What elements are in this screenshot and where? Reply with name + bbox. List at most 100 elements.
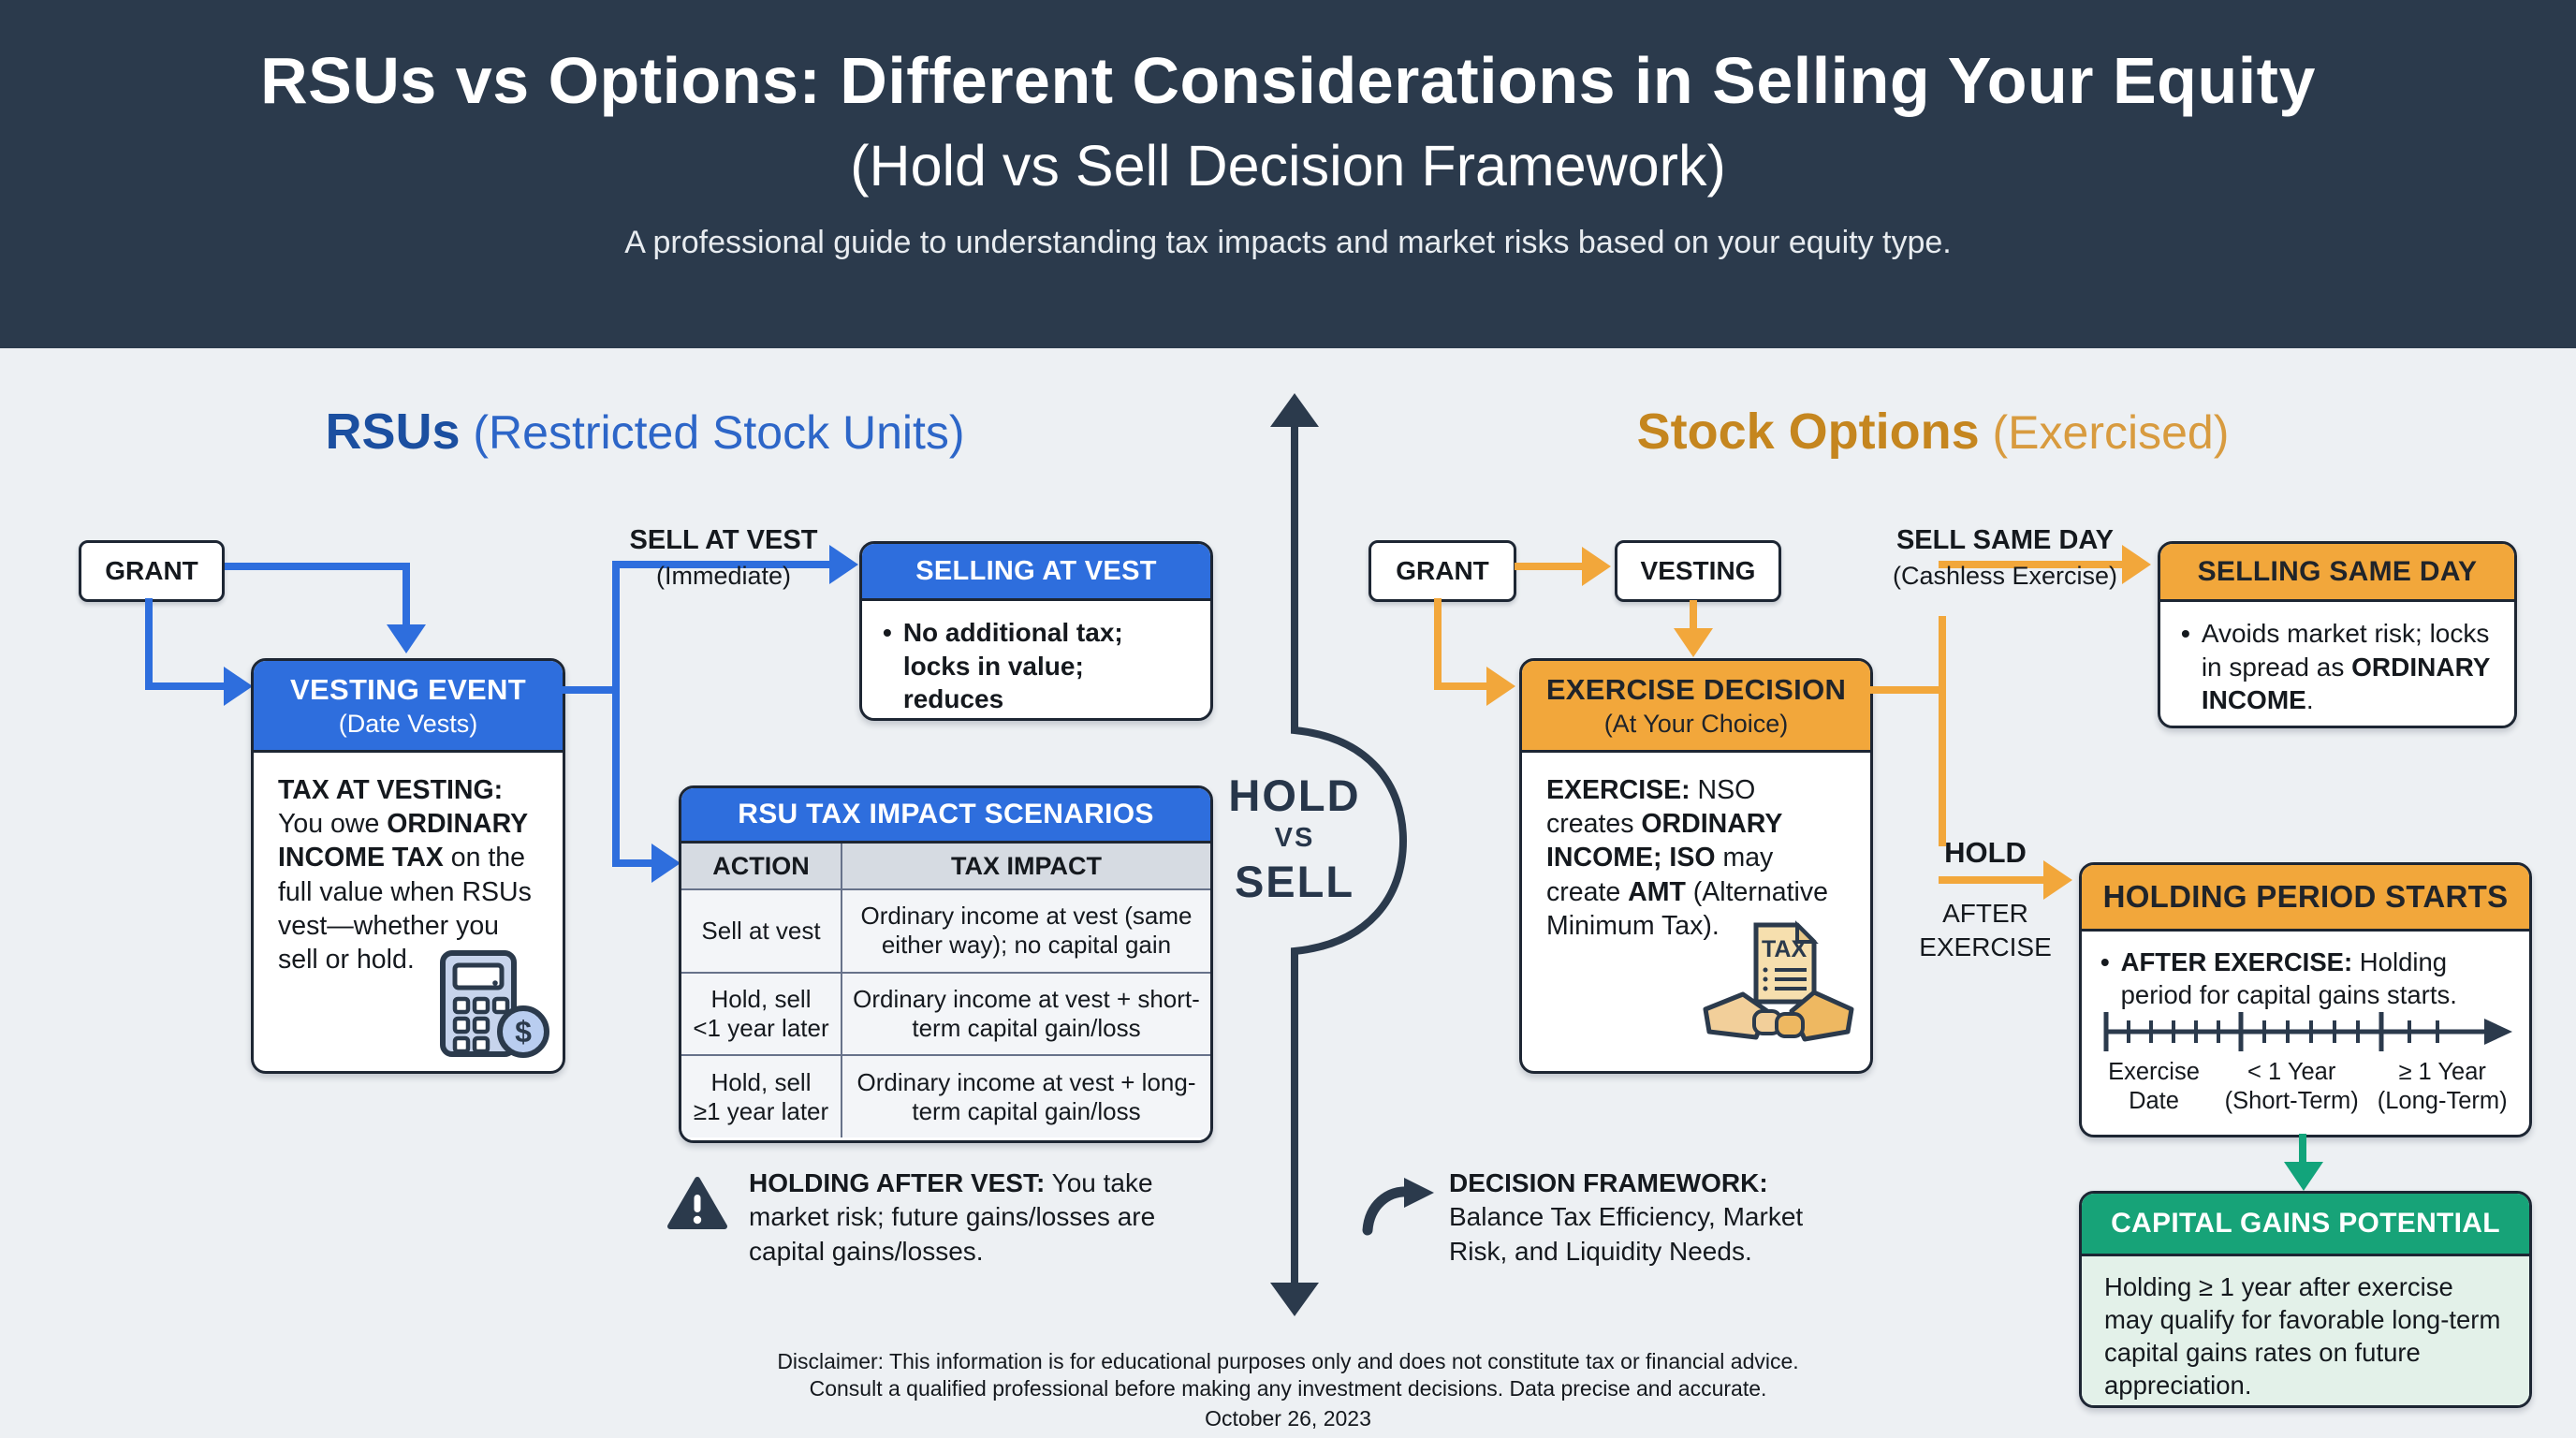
holding-after-vest-note: HOLDING AFTER VEST: You take market risk… [749, 1168, 1156, 1266]
holding-period-title: HOLDING PERIOD STARTS [2102, 879, 2509, 914]
rsu-tax-table-header: RSU TAX IMPACT SCENARIOS [681, 788, 1210, 844]
calculator-icon: $ [440, 950, 549, 1058]
selling-at-vest-header: SELLING AT VEST [862, 544, 1210, 601]
connector-line [612, 561, 831, 568]
selling-same-day-body: Avoids market risk; locks in spread as O… [2201, 619, 2490, 715]
divider-arrow-down [1270, 1283, 1319, 1316]
rsu-grant-box: GRANT [79, 540, 225, 602]
vesting-event-title: VESTING EVENT [290, 673, 526, 706]
selling-same-day-header: SELLING SAME DAY [2160, 544, 2514, 602]
curved-arrow-icon [1362, 1178, 1434, 1236]
column-header-action: ACTION [681, 844, 841, 888]
selling-same-day-title: SELLING SAME DAY [2197, 556, 2478, 587]
selling-at-vest-title: SELLING AT VEST [915, 556, 1157, 586]
table-cell-action: Sell at vest [681, 888, 841, 972]
exercise-decision-subtitle: (At Your Choice) [1603, 710, 1789, 738]
page-subtitle-frame: (Hold vs Sell Decision Framework) [850, 134, 1726, 198]
hold-branch-after: AFTER [1942, 899, 2028, 928]
option-grant-label: GRANT [1396, 556, 1489, 585]
connector-line [1939, 876, 2045, 884]
sell-same-day-label: SELL SAME DAY (Cashless Exercise) [1860, 525, 2150, 591]
holding-period-bullet: • AFTER EXERCISE: Holding period for cap… [2100, 946, 2510, 1012]
arrowhead-down [1674, 628, 1713, 657]
connector-line [225, 563, 410, 570]
page-tagline: A professional guide to understanding ta… [624, 225, 1952, 260]
arrowhead-right [1486, 667, 1515, 706]
connector-line [1690, 600, 1697, 630]
option-vesting-label: VESTING [1640, 556, 1756, 585]
column-header-tax-impact: TAX IMPACT [841, 844, 1210, 888]
vesting-event-subtitle: (Date Vests) [338, 710, 478, 738]
selling-at-vest-bullet: • No additional tax; locks in value; red… [883, 616, 1190, 718]
table-cell-action: Hold, sell ≥1 year later [681, 1054, 841, 1137]
arrowhead-right [829, 545, 858, 584]
connector-line [1434, 598, 1442, 690]
arrowhead-right [1582, 547, 1611, 586]
rsus-section-heading: RSUs (Restricted Stock Units) [271, 403, 1019, 461]
arrowhead-right [651, 844, 681, 883]
vs-word: VS [1274, 823, 1315, 853]
sell-at-vest-sublabel: (Immediate) [655, 562, 792, 590]
connector-line [1939, 616, 1946, 846]
warning-icon [667, 1177, 727, 1229]
rsu-tax-table: ACTION TAX IMPACT Sell at vest Ordinary … [681, 844, 1210, 1137]
timeline-label-exercise-date: Exercise Date [2108, 1059, 2200, 1114]
bullet-glyph: • [2100, 947, 2110, 976]
holding-period-card: HOLDING PERIOD STARTS • AFTER EXERCISE: … [2079, 862, 2532, 1137]
option-vesting-box: VESTING [1615, 540, 1781, 602]
rsus-heading-strong: RSUs [325, 404, 461, 460]
hold-branch-label: HOLD [1944, 836, 2027, 869]
table-cell-impact: Ordinary income at vest (same either way… [841, 888, 1210, 972]
connector-line [560, 686, 618, 694]
page-title: RSUs vs Options: Different Consideration… [260, 44, 2316, 117]
connector-line [1867, 686, 1946, 694]
connector-line [145, 682, 226, 690]
timeline-labels: Exercise Date < 1 Year (Short-Term) ≥ 1 … [2089, 1058, 2520, 1115]
sell-word: SELL [1234, 857, 1355, 906]
connector-line [612, 859, 653, 867]
exercise-decision-body: EXERCISE: NSO creates ORDINARY INCOME; I… [1546, 775, 1828, 941]
disclaimer-line2: Consult a qualified professional before … [809, 1376, 1767, 1401]
bullet-glyph: • [2181, 619, 2190, 648]
connector-line [145, 598, 153, 690]
decision-framework-note: DECISION FRAMEWORK:Balance Tax Efficienc… [1449, 1168, 1804, 1266]
holding-period-header: HOLDING PERIOD STARTS [2082, 865, 2529, 932]
vesting-event-body: TAX AT VESTING: You owe ORDINARY INCOME … [278, 775, 532, 975]
exercise-decision-header: EXERCISE DECISION (At Your Choice) [1522, 661, 1870, 753]
header-band: RSUs vs Options: Different Consideration… [0, 0, 2576, 348]
rsu-grant-label: GRANT [105, 556, 198, 585]
hold-word: HOLD [1228, 770, 1361, 820]
timeline-label-short-term: < 1 Year (Short-Term) [2224, 1059, 2359, 1114]
capital-gains-card: CAPITAL GAINS POTENTIAL Holding ≥ 1 year… [2079, 1191, 2532, 1408]
table-cell-impact: Ordinary income at vest + short-term cap… [841, 971, 1210, 1055]
svg-text:TAX: TAX [1762, 936, 1807, 962]
sell-at-vest-text: SELL AT VEST [629, 525, 818, 555]
arrowhead-right [2043, 860, 2072, 900]
capital-gains-body: Holding ≥ 1 year after exercise may qual… [2082, 1256, 2529, 1405]
disclaimer-line1: Disclaimer: This information is for educ… [777, 1349, 1799, 1373]
exercise-decision-card: EXERCISE DECISION (At Your Choice) EXERC… [1519, 658, 1873, 1074]
capital-gains-title: CAPITAL GAINS POTENTIAL [2111, 1208, 2500, 1239]
svg-text:$: $ [515, 1015, 532, 1049]
selling-at-vest-card: SELLING AT VEST • No additional tax; loc… [859, 541, 1213, 721]
vesting-event-header: VESTING EVENT (Date Vests) [254, 661, 563, 753]
options-section-heading: Stock Options (Exercised) [1559, 403, 2307, 461]
holding-period-timeline [2103, 1012, 2512, 1051]
rsus-heading-rest: (Restricted Stock Units) [460, 406, 965, 459]
options-heading-strong: Stock Options [1636, 404, 1980, 460]
arrowhead-down [2284, 1162, 2323, 1191]
bullet-glyph: • [883, 618, 892, 647]
connector-line [612, 561, 620, 867]
capital-gains-header: CAPITAL GAINS POTENTIAL [2082, 1194, 2529, 1256]
connector-line [2299, 1134, 2306, 1164]
vesting-event-card: VESTING EVENT (Date Vests) TAX AT VESTIN… [251, 658, 565, 1074]
hold-vs-sell-label: HOLD VS SELL [1201, 770, 1388, 907]
selling-same-day-card: SELLING SAME DAY • Avoids market risk; l… [2158, 541, 2517, 728]
selling-same-day-bullet: • Avoids market risk; locks in spread as… [2181, 617, 2494, 717]
sell-at-vest-label: SELL AT VEST (Immediate) [593, 525, 855, 591]
arrowhead-right [2122, 545, 2151, 584]
connector-line [1434, 682, 1488, 690]
option-grant-box: GRANT [1368, 540, 1516, 602]
